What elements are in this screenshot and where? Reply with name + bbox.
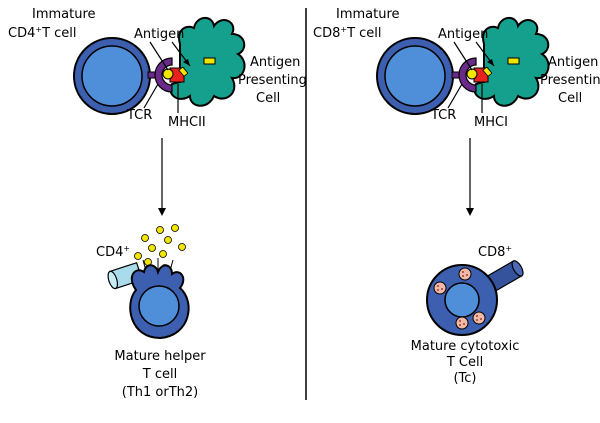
cytokine-dot [141, 234, 149, 242]
right-antigen-pointer [453, 41, 473, 71]
right-immature-label-line1: Immature [336, 7, 400, 22]
left-mature-label-line3: (Th1 orTh2) [122, 385, 198, 400]
left-mhc-label: MHCII [168, 115, 206, 130]
cytokine-dot [178, 243, 186, 251]
left-antigen-fragment-icon [203, 57, 216, 65]
left-bound-antigen-icon [162, 68, 174, 80]
granule [455, 316, 469, 330]
left-immature-t-cell-nucleus [81, 45, 143, 107]
right-immature-t-cell-nucleus [384, 45, 446, 107]
right-apc-label-line1: Antigen [548, 55, 598, 70]
cytokine-dot [148, 244, 156, 252]
granule [433, 281, 447, 295]
right-apc-label-line3: Cell [558, 91, 582, 106]
left-antigen-label: Antigen [134, 27, 184, 42]
left-apc-label-line3: Cell [256, 91, 280, 106]
granule [472, 311, 486, 325]
right-bound-antigen-icon [466, 68, 478, 80]
right-apc-label-line2: Presenting [540, 73, 600, 88]
cytokine-dot [164, 236, 172, 244]
left-marker-label: CD4+ [96, 244, 130, 260]
right-antigen-small-icon [482, 66, 493, 77]
left-apc-label-line1: Antigen [250, 55, 300, 70]
cytokine-dot [134, 252, 142, 260]
left-antigen-small-icon [178, 66, 189, 77]
right-immature-label-line2: CD8+T cell [313, 25, 382, 41]
right-mature-label-line1: Mature cytotoxic [411, 339, 520, 354]
cytokine-dot [156, 226, 164, 234]
right-mhc-label: MHCI [474, 115, 508, 130]
left-tcr-receptor [154, 57, 173, 93]
left-mature-cell-nucleus [138, 285, 180, 327]
left-tcr-pointer [143, 83, 159, 109]
right-mature-label-line3: (Tc) [453, 371, 476, 386]
right-tcr-label: TCR [430, 108, 456, 123]
cytokine-dot [159, 250, 167, 258]
right-tcr-pointer [447, 83, 463, 109]
right-maturation-arrowhead [466, 208, 474, 216]
cytokine-dot [171, 224, 179, 232]
right-mature-label-line2: T Cell [446, 355, 483, 370]
right-panel: Immature CD8+T cell Antigen Antigen Pres… [313, 7, 600, 386]
left-tcr-label: TCR [126, 108, 152, 123]
left-mature-label-line1: Mature helper [114, 349, 206, 364]
left-panel: Immature CD4+T cell Antigen Antigen Pres… [8, 7, 307, 400]
left-antigen-pointer [149, 41, 169, 71]
left-immature-label-line2: CD4+T cell [8, 25, 77, 41]
left-mature-label-line2: T cell [142, 367, 177, 382]
right-antigen-fragment-icon [507, 57, 520, 65]
left-apc-label-line2: Presenting [238, 73, 307, 88]
left-immature-label-line1: Immature [32, 7, 96, 22]
left-cytokine-dots [134, 224, 186, 272]
right-granules [433, 267, 486, 330]
right-mature-cell-nucleus [444, 282, 480, 318]
left-maturation-arrowhead [158, 208, 166, 216]
left-antigen-arrowhead [183, 59, 190, 66]
right-antigen-arrowhead [487, 59, 494, 66]
right-marker-label: CD8+ [478, 244, 512, 260]
granule [458, 267, 472, 281]
right-antigen-label: Antigen [438, 27, 488, 42]
right-tcr-receptor [458, 57, 477, 93]
